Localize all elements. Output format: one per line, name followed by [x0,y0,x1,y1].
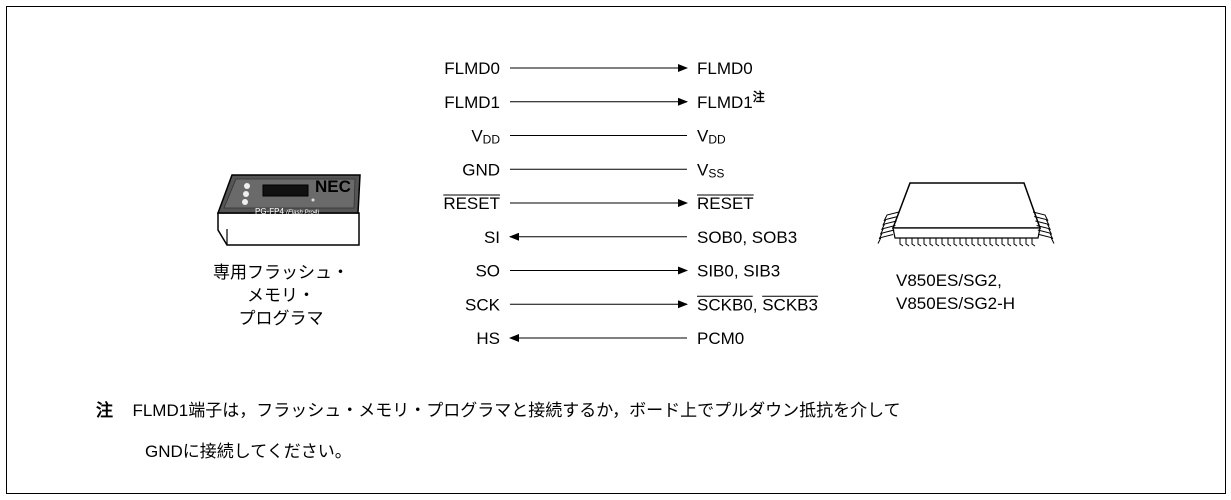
right-signal-label: SCKB0, SCKB3 [697,295,818,314]
chip-pin [989,238,994,247]
right-signal-label: SOB0, SOB3 [697,228,797,247]
connection-row: GND VSS [462,160,724,180]
device-brand-label: NEC [315,177,351,196]
left-signal-label: SO [475,262,500,281]
connection-row: FLMD1 FLMD1注 [444,89,764,112]
chip-pin [1013,238,1018,247]
chip-pin [883,211,900,222]
left-signal-label: FLMD0 [444,59,500,78]
connection-row: SCK SCKB0, SCKB3 [465,295,818,314]
programmer-caption-line-2: メモリ・ [247,286,315,305]
mcu-label-line-2: V850ES/SG2-H [896,294,1015,313]
left-signal-label: HS [476,329,500,348]
chip-pin [953,238,958,247]
chip-pin [882,216,898,226]
chip-pin [1031,238,1036,247]
chip-pin [923,238,928,247]
left-signal-label: RESET [443,194,500,213]
chip-pin [941,238,946,247]
mcu-label-line-1: V850ES/SG2, [896,271,1002,290]
left-signal-label: FLMD1 [444,93,500,112]
chip-pin [899,238,904,247]
chip-pin [929,238,934,247]
connection-row: RESET RESET [443,194,753,213]
chip-pin [1035,220,1051,231]
connection-row: SO SIB0, SIB3 [475,262,780,281]
chip-pin [995,238,1000,247]
connection-row: VDD VDD [471,127,726,147]
chip-pin [1001,238,1006,247]
chip-pin [877,234,894,244]
chip-pin [965,238,970,247]
chip-pin [1037,229,1054,240]
chip-pin [905,238,910,247]
left-signal-label: GND [462,160,500,179]
right-signal-label: VSS [697,160,724,180]
figure-frame [6,6,1226,494]
chip-pin [977,238,982,247]
chip-pin [947,238,952,247]
chip-pin [935,238,940,247]
chip-pin [1019,238,1024,247]
chip-pin [971,238,976,247]
flash-programmer-icon [216,174,361,246]
note-line-1: 注 FLMD1端子は，フラッシュ・メモリ・プログラマと接続するか，ボード上でプル… [96,402,901,419]
connection-row: SI SOB0, SOB3 [484,228,797,247]
right-signal-label: PCM0 [697,329,744,348]
chip-pin [959,238,964,247]
note-line-2: GNDに接続してください。 [145,442,352,461]
chip-pin [917,238,922,247]
chip-pin [881,220,897,231]
right-signal-label: VDD [697,127,726,147]
chip-pin [911,238,916,247]
left-signal-label: SI [484,228,500,247]
chip-pin [983,238,988,247]
device-model-label: PG-FP4 (Flash Pro4) [255,207,319,216]
left-signal-label: SCK [465,295,501,314]
chip-pin [1032,211,1049,222]
connection-row: FLMD0 FLMD0 [444,59,752,78]
right-signal-label: SIB0, SIB3 [697,262,780,281]
right-signal-label: RESET [697,194,754,213]
chip-pin [1007,238,1012,247]
programmer-caption-line-1: 専用フラッシュ・ [213,263,349,282]
left-signal-label: VDD [471,127,500,147]
right-signal-label: FLMD0 [697,59,753,78]
microcontroller-chip-icon [877,182,1055,247]
chip-pin [1036,225,1053,235]
chip-pin [1034,216,1050,226]
right-signal-label: FLMD1注 [697,89,765,112]
chip-pin [879,225,896,235]
chip-pin [1025,238,1030,247]
chip-pin [1038,234,1055,244]
note-text-1: FLMD1端子は，フラッシュ・メモリ・プログラマと接続するか，ボード上でプルダウ… [132,401,901,420]
connection-row: HS PCM0 [476,329,744,348]
programmer-caption-line-3: プログラマ [239,309,324,328]
chip-pin [878,229,895,240]
note-mark: 注 [96,401,113,420]
